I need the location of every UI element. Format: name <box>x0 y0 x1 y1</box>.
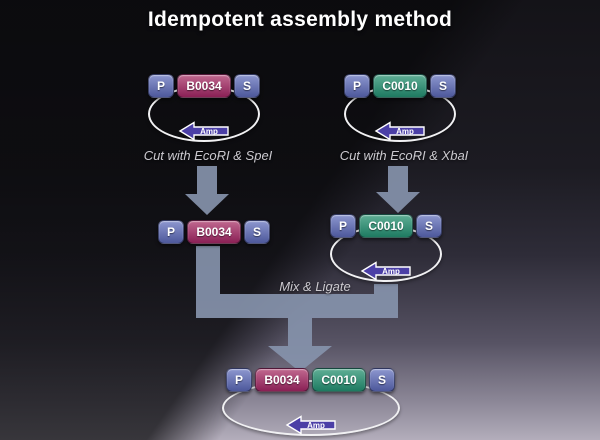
amp-marker-arrow: Amp <box>374 121 425 141</box>
plasmid-backbone-loop <box>222 380 400 436</box>
amp-marker-arrow: Amp <box>360 261 411 281</box>
cut-step-label-left: Cut with EcoRI & SpeI <box>143 148 273 163</box>
amp-label: Amp <box>307 421 325 430</box>
diagram-title: Idempotent assembly method <box>147 8 453 31</box>
cut-step-label-right: Cut with EcoRI & XbaI <box>339 148 469 163</box>
plasmid-product: Amp P B0034 C0010 S <box>222 368 402 438</box>
part-box-c0010: C0010 <box>312 368 366 392</box>
part-box-b0034: B0034 <box>187 220 241 244</box>
part-box-c0010: C0010 <box>373 74 427 98</box>
part-box-s: S <box>430 74 456 98</box>
part-box-s: S <box>369 368 395 392</box>
part-box-c0010: C0010 <box>359 214 413 238</box>
cut-plasmid-right: Amp P C0010 S <box>328 214 444 284</box>
part-box-s: S <box>244 220 270 244</box>
amp-marker-arrow: Amp <box>285 415 336 435</box>
amp-marker-arrow: Amp <box>178 121 229 141</box>
part-box-b0034: B0034 <box>177 74 231 98</box>
cut-fragment-left: P B0034 S <box>158 220 274 246</box>
cut-arrow-right-icon <box>376 166 420 213</box>
amp-label: Amp <box>382 267 400 276</box>
part-box-p: P <box>158 220 184 244</box>
amp-label: Amp <box>200 127 218 136</box>
part-box-p: P <box>226 368 252 392</box>
mix-ligate-label: Mix & Ligate <box>279 279 351 294</box>
amp-label: Amp <box>396 127 414 136</box>
part-box-p: P <box>148 74 174 98</box>
part-box-s: S <box>234 74 260 98</box>
part-box-s: S <box>416 214 442 238</box>
cut-arrow-left-icon <box>185 166 229 215</box>
part-box-p: P <box>344 74 370 98</box>
part-box-b0034: B0034 <box>255 368 309 392</box>
plasmid-source-right: Amp P C0010 S <box>342 74 458 144</box>
plasmid-source-left: Amp P B0034 S <box>146 74 262 144</box>
part-box-p: P <box>330 214 356 238</box>
